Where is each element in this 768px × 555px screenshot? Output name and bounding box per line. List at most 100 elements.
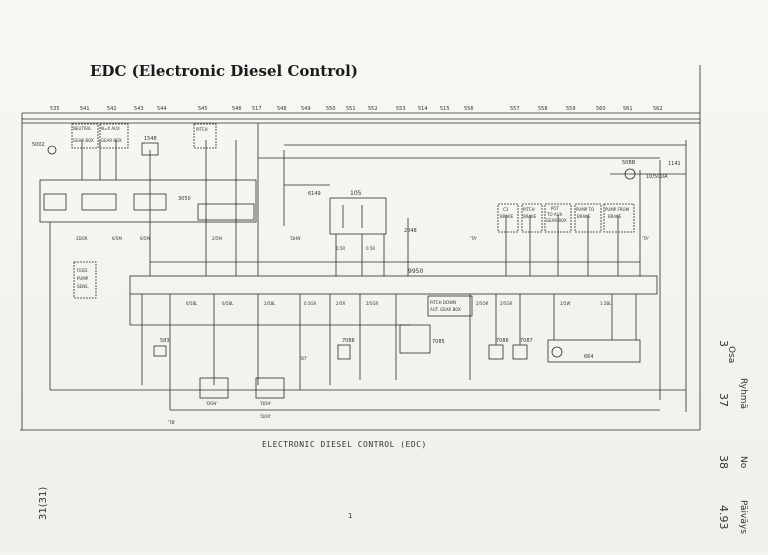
bus-num: 561 bbox=[623, 106, 633, 112]
wire-code: 2/5GR bbox=[366, 301, 379, 306]
label-relay-105: 105 bbox=[350, 190, 362, 197]
ecu-9950 bbox=[129, 275, 658, 295]
bus-num: 517 bbox=[252, 106, 262, 112]
wire-code: 2/5R bbox=[336, 301, 345, 306]
box-pitch-l1: PITCH bbox=[196, 127, 208, 132]
bus-num: 560 bbox=[596, 106, 606, 112]
sidebar-label-osa: Osa bbox=[726, 346, 736, 364]
box-pitch2-l1: PITCH bbox=[523, 207, 535, 212]
wire-code: 1.5BL bbox=[600, 301, 612, 306]
conn-codes: 'DOH' 'DOH' 'DOR' 'B7' 'DHN' 'TA' 'TA' '… bbox=[168, 236, 649, 425]
connector-block-left bbox=[199, 377, 229, 399]
box-feed bbox=[73, 261, 97, 299]
conn-code: 'DOH' bbox=[260, 401, 271, 406]
diagram-caption: ELECTRONIC DIESEL CONTROL (EDC) bbox=[262, 440, 427, 449]
wire-code: 2/5GR bbox=[500, 301, 513, 306]
bus-num: 548 bbox=[277, 106, 287, 112]
bus-num: 541 bbox=[80, 106, 90, 112]
bus-num: 535 bbox=[50, 106, 60, 112]
label-ecu: 9950 bbox=[408, 268, 423, 275]
sidebar-label-paivays: Päiväys bbox=[738, 500, 748, 534]
sidebar-label-ryhma: Ryhmä bbox=[738, 378, 748, 410]
label-50bb: 50BB bbox=[622, 160, 636, 166]
bus-num: 544 bbox=[157, 106, 167, 112]
box-pot-l2: TO AUX bbox=[546, 212, 563, 217]
relay-block-105 bbox=[329, 197, 387, 235]
label-1548: 1548 bbox=[144, 136, 157, 142]
label-2048: 2048 bbox=[404, 228, 417, 234]
bus-num: 556 bbox=[464, 106, 474, 112]
connector-50bb-icon bbox=[624, 168, 636, 180]
sidebar-label-no: No bbox=[738, 456, 748, 469]
wire-code: 0.5GR bbox=[304, 301, 316, 306]
box-pitchdown-l2: AUT. GEAR BOX bbox=[430, 307, 461, 312]
bus-num: 551 bbox=[346, 106, 356, 112]
side-page-id: 31(31) bbox=[38, 486, 49, 520]
box-neutral-l2: GEAR BOX bbox=[73, 138, 94, 143]
conn-code: 'B7' bbox=[300, 356, 308, 361]
bus-num: 552 bbox=[368, 106, 378, 112]
box-feed-l2: PUMP bbox=[77, 276, 89, 281]
bus-num: 549 bbox=[301, 106, 311, 112]
bus-num: 550 bbox=[326, 106, 336, 112]
component-664 bbox=[547, 339, 641, 363]
component-583 bbox=[153, 345, 167, 357]
wire-code: 2/5BL bbox=[264, 301, 276, 306]
conn-code: 'DOH' bbox=[206, 401, 217, 406]
label-7086: 7086 bbox=[496, 338, 509, 344]
wire-code: 0.5R bbox=[366, 246, 375, 251]
component-7085 bbox=[399, 324, 431, 354]
page-title: EDC (Electronic Diesel Control) bbox=[90, 62, 358, 80]
conn-code: 'TA' bbox=[470, 236, 477, 241]
box-c3-l1: C3 bbox=[503, 207, 509, 212]
bottom-mark: 1 bbox=[348, 512, 353, 520]
box-pumpto-l2: BRAKE bbox=[577, 214, 591, 219]
sidebar-value-osa: 3 bbox=[717, 340, 730, 347]
box-pot-l1: POT bbox=[551, 206, 560, 211]
box-pot bbox=[544, 203, 572, 233]
box-pot-l3: GEAR BOX bbox=[546, 218, 567, 223]
box-pitch2 bbox=[521, 203, 543, 233]
bus-number-row: 535 541 542 543 544 545 546 517 548 549 … bbox=[50, 106, 663, 112]
component-7088 bbox=[337, 344, 351, 360]
sidebar-value-paivays: 4.93 bbox=[717, 505, 730, 530]
box-pumpto-l1: PUMP TO bbox=[576, 207, 594, 212]
box-n-aux bbox=[99, 123, 129, 149]
label-7087: 7087 bbox=[520, 338, 533, 344]
connector-block-mid bbox=[255, 377, 285, 399]
label-583: 583 bbox=[160, 338, 170, 344]
box-pumpfrom-l1: PUMP FROM bbox=[605, 207, 630, 212]
label-664: 664 bbox=[584, 354, 594, 360]
bus-num: 546 bbox=[232, 106, 242, 112]
label-3050: 3050 bbox=[178, 196, 191, 202]
conn-code: 'DHN' bbox=[290, 236, 301, 241]
bus-num: 542 bbox=[107, 106, 117, 112]
box-c3-l2: BRAKE bbox=[500, 214, 514, 219]
wire-code: 2/5OR bbox=[476, 301, 489, 306]
box-pitch bbox=[193, 123, 217, 149]
conn-code: 'DOR' bbox=[260, 414, 271, 419]
bus-num: 562 bbox=[653, 106, 663, 112]
sidebar-value-ryhma: 37 bbox=[717, 393, 730, 407]
wire-code: 2DOR bbox=[76, 236, 88, 241]
box-pitch-down bbox=[427, 295, 473, 317]
sw-b bbox=[81, 193, 117, 211]
left-module bbox=[39, 179, 257, 223]
wire-codes: 2DOR 6/5M 6/5M 2/5M 6/5BL 6/5BL 2/5BL 0.… bbox=[76, 236, 612, 306]
wire-code: 6/5BL bbox=[186, 301, 198, 306]
component-7087 bbox=[512, 344, 528, 360]
label-7088: 7088 bbox=[342, 338, 355, 344]
box-c3 bbox=[497, 203, 519, 233]
bus-num: 543 bbox=[134, 106, 144, 112]
wire-code: 0.5R bbox=[336, 246, 345, 251]
bus-num: 558 bbox=[538, 106, 548, 112]
bus-num: 515 bbox=[440, 106, 450, 112]
conn-code: 'TB' bbox=[168, 420, 175, 425]
box-neutral bbox=[71, 123, 99, 149]
sw-a bbox=[43, 193, 67, 211]
box-naux-l2: GEAR BOX bbox=[101, 138, 122, 143]
box-pitchdown-l1: PITCH DOWN bbox=[430, 300, 456, 305]
box-pitch2-l2: BRAKE bbox=[523, 214, 537, 219]
